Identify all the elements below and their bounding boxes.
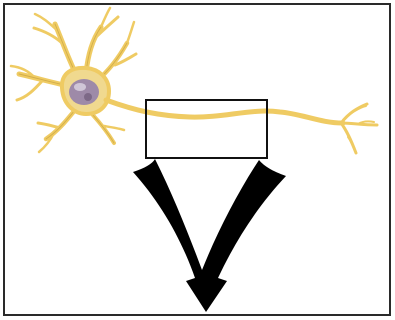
nucleus-highlight bbox=[74, 83, 86, 91]
nucleus bbox=[69, 79, 99, 105]
nucleolus bbox=[84, 93, 92, 101]
